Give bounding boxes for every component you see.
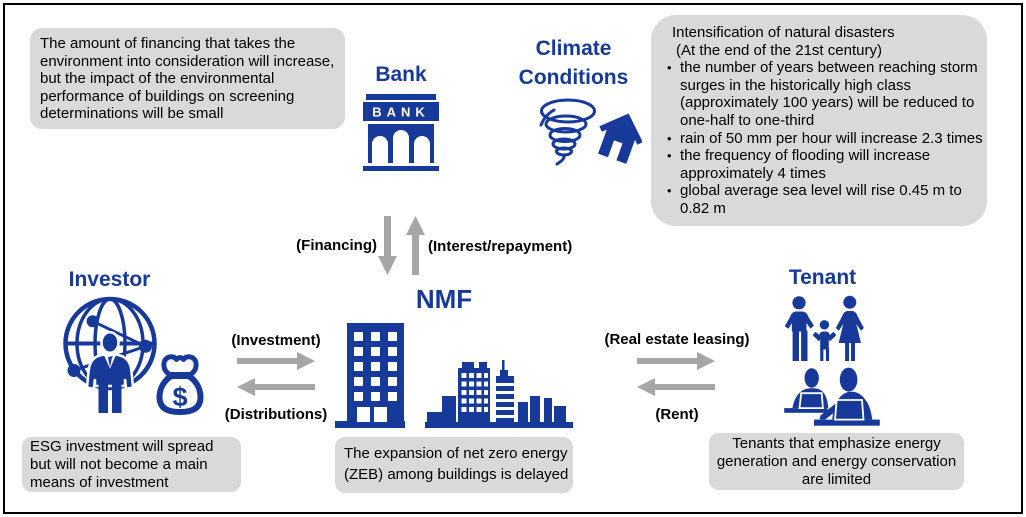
right-arrow-icon	[637, 358, 698, 364]
climate-bullet-3: • the frequency of flooding will increas…	[667, 147, 931, 182]
bank-financing-note-text: The amount of financing that takes the e…	[40, 35, 335, 122]
climate-note: Intensification of natural disasters (At…	[651, 15, 987, 226]
investor-nmf-arrows	[237, 352, 315, 396]
bank-node-label: Bank	[375, 63, 427, 86]
climate-note-subheading: (At the end of the 21st century)	[676, 41, 882, 59]
bank-building-icon: BANK	[363, 94, 439, 171]
family-and-workers-icon	[784, 295, 880, 426]
climate-node-label: Climate Conditions	[503, 34, 644, 92]
tenant-note: Tenants that emphasize energy generation…	[709, 433, 964, 490]
tenant-note-text: Tenants that emphasize energy generation…	[716, 435, 957, 488]
up-arrow-icon	[406, 216, 425, 235]
bullet-dot: •	[667, 60, 672, 76]
interest-repayment-flow-label: (Interest/repayment)	[428, 238, 573, 255]
climate-bullet-1: • the number of years between reaching s…	[667, 59, 978, 129]
investment-flow-label: (Investment)	[231, 332, 321, 349]
real-estate-leasing-flow-label: (Real estate leasing)	[604, 331, 750, 348]
distributions-flow-label: (Distributions)	[224, 406, 328, 423]
nmf-note-text: The expansion of net zero energy (ZEB) a…	[344, 445, 569, 483]
bullet-dot: •	[667, 148, 672, 164]
globe-businessman-moneybag-icon: $	[63, 296, 204, 415]
financing-flow-label: (Financing)	[296, 237, 377, 254]
climate-label-line2: Conditions	[518, 66, 629, 89]
climate-note-heading: Intensification of natural disasters	[672, 24, 895, 41]
climate-bullet-4: • global average sea level will rise 0.4…	[667, 182, 962, 217]
investor-note: ESG investment will spread but will not …	[22, 437, 241, 492]
bank-financing-note: The amount of financing that takes the e…	[30, 28, 345, 129]
left-arrow-icon	[237, 378, 255, 396]
climate-label-line1: Climate	[535, 37, 612, 60]
bank-nmf-arrows	[378, 216, 425, 275]
investor-node-label: Investor	[68, 268, 151, 291]
bank-sign-text: BANK	[372, 105, 430, 120]
down-arrow-icon	[384, 216, 391, 258]
left-arrow-icon	[637, 378, 655, 396]
investor-note-text: ESG investment will spread but will not …	[30, 438, 214, 491]
tenant-node-label: Tenant	[788, 266, 857, 289]
nmf-tenant-arrows	[637, 352, 715, 396]
bullet-dot: •	[667, 183, 672, 199]
nmf-note: The expansion of net zero energy (ZEB) a…	[335, 437, 573, 493]
nmf-node-label: NMF	[415, 284, 473, 314]
tornado-house-icon	[539, 98, 642, 166]
office-buildings-icon	[335, 323, 573, 428]
money-bag-symbol: $	[172, 382, 187, 412]
rent-flow-label: (Rent)	[655, 406, 699, 423]
diagram-border	[3, 3, 1023, 514]
bullet-dot: •	[667, 130, 672, 146]
right-arrow-icon	[237, 358, 298, 364]
climate-bullet-2: • rain of 50 mm per hour will increase 2…	[667, 129, 983, 147]
